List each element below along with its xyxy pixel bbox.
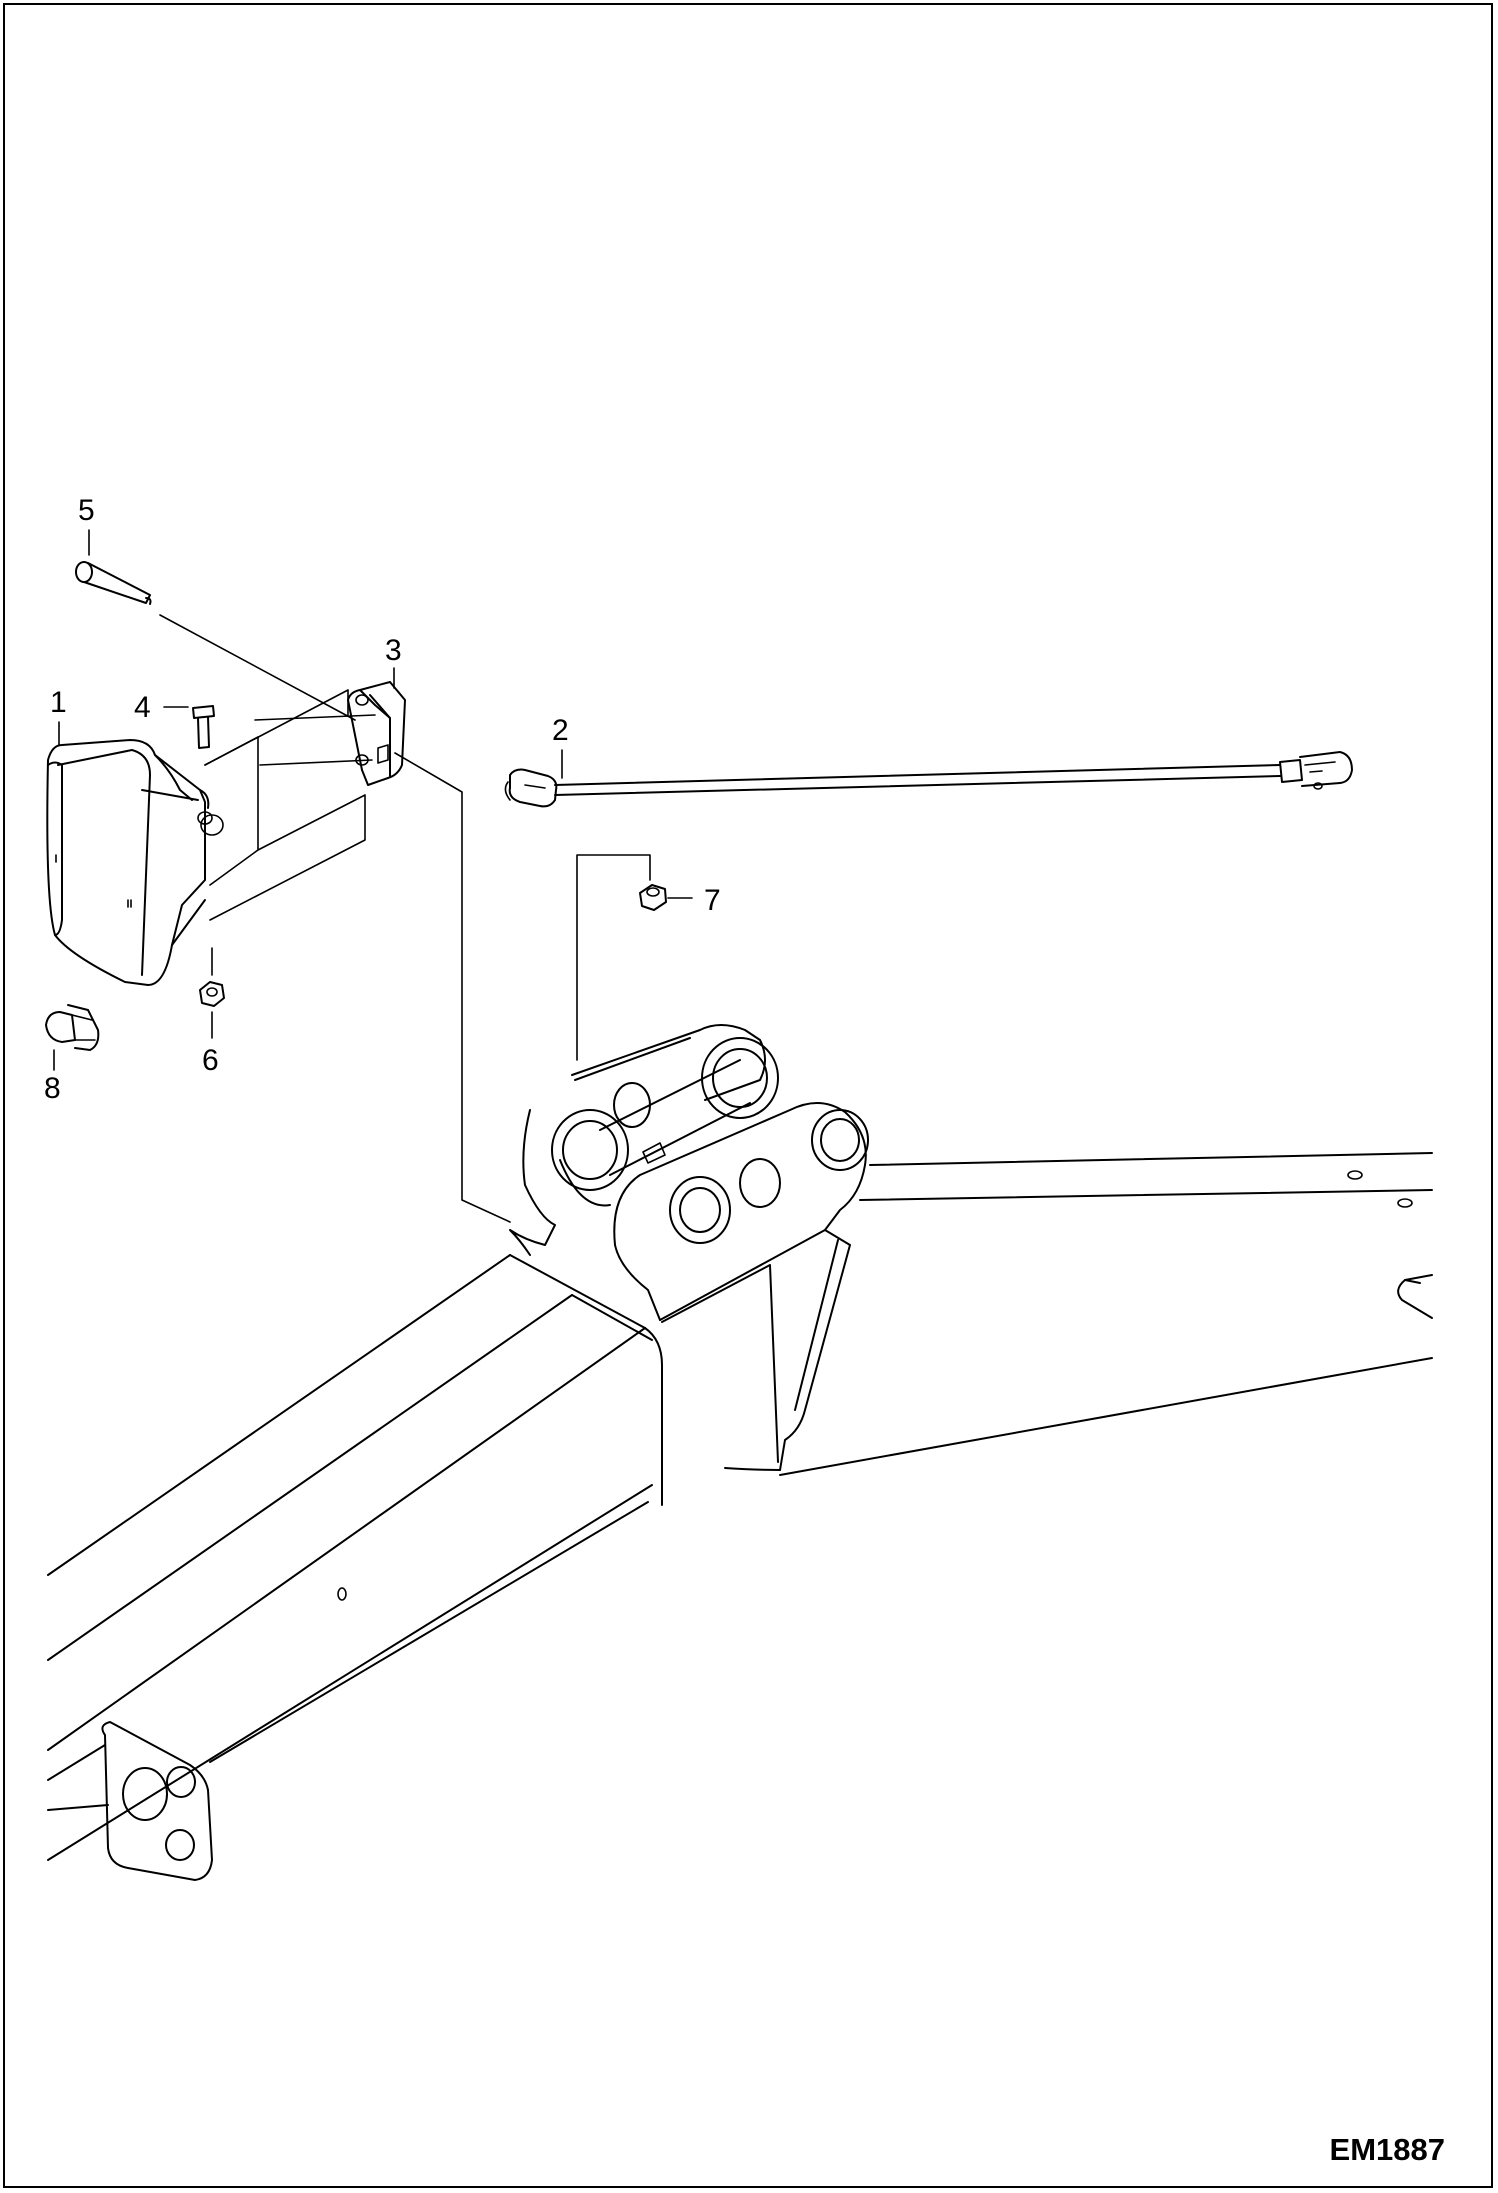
nut-7 xyxy=(639,884,667,911)
callout-8: 8 xyxy=(44,1072,61,1105)
bolt xyxy=(192,705,215,749)
drawing-border xyxy=(3,3,1493,2188)
callout-7: 7 xyxy=(704,884,721,917)
work-light xyxy=(46,739,224,986)
drawing-id: EM1887 xyxy=(1330,2132,1445,2167)
callout-4: 4 xyxy=(134,691,151,724)
end-flange xyxy=(47,1721,213,1881)
wire-harness xyxy=(504,751,1353,808)
leader-lines xyxy=(159,614,651,1223)
boom-arm xyxy=(47,1254,663,1861)
long-bolt xyxy=(75,561,152,605)
callout-5: 5 xyxy=(78,494,95,527)
callout-1: 1 xyxy=(50,686,67,719)
callout-3: 3 xyxy=(385,634,402,667)
pivot-bracket xyxy=(509,1024,869,1471)
swing-frame xyxy=(724,1152,1433,1476)
nut-6 xyxy=(199,981,225,1007)
mounting-bracket xyxy=(347,681,406,786)
callout-6: 6 xyxy=(202,1044,219,1077)
bulb xyxy=(45,1004,100,1051)
callout-labels: 5 3 4 1 2 7 6 8 xyxy=(44,494,721,1105)
callout-2: 2 xyxy=(552,714,569,747)
